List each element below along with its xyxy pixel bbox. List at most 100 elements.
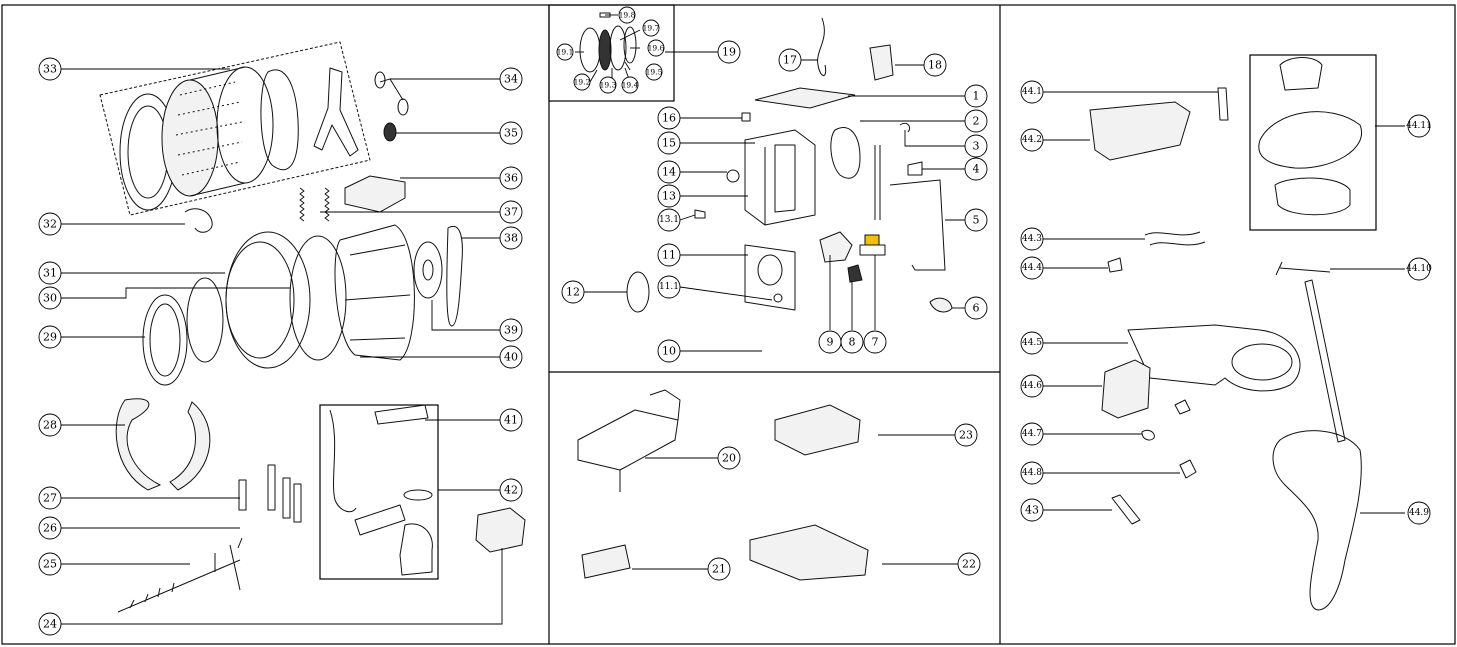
callout-35: 35 <box>499 121 523 145</box>
callout-20: 20 <box>717 446 741 470</box>
callout-11-1: 11.1 <box>657 275 681 299</box>
callout-28: 28 <box>38 413 62 437</box>
small-bar <box>1111 494 1141 525</box>
dryer-duct-cover <box>1089 101 1191 161</box>
callout-35-label: 35 <box>504 127 518 140</box>
left-panel-parts <box>99 41 526 613</box>
callout-44-7-label: 44.7 <box>1022 429 1042 439</box>
clamp <box>929 297 953 313</box>
callout-24-label: 24 <box>43 618 57 631</box>
lint-filter <box>1101 359 1151 419</box>
callout-14: 14 <box>657 160 681 184</box>
callout-12: 12 <box>561 280 585 304</box>
callout-19-2: 19.2 <box>573 73 591 91</box>
callout-37-label: 37 <box>504 206 518 219</box>
callout-4-label: 4 <box>973 163 980 176</box>
callout-34-label: 34 <box>504 73 518 86</box>
callout-19-5-label: 19.5 <box>646 68 663 77</box>
callout-13: 13 <box>657 184 681 208</box>
callout-1: 1 <box>964 84 988 108</box>
callout-44-4-label: 44.4 <box>1022 263 1042 273</box>
callout-26: 26 <box>38 516 62 540</box>
callout-42: 42 <box>499 478 523 502</box>
inset-box-19 <box>548 4 675 102</box>
control-board <box>774 404 861 456</box>
callout-30: 30 <box>38 286 62 310</box>
callout-43: 43 <box>1020 498 1044 522</box>
foot <box>694 209 706 219</box>
callout-1-label: 1 <box>973 90 980 103</box>
door-gasket <box>830 127 861 179</box>
callout-23-label: 23 <box>959 429 973 442</box>
callout-18: 18 <box>923 53 947 77</box>
callout-17-label: 17 <box>783 54 797 67</box>
callout-21: 21 <box>707 557 731 581</box>
callout-19-6-label: 19.6 <box>648 44 665 53</box>
callouts: 33 34 35 36 37 32 38 3 1 30 39 29 40 41 2… <box>38 6 1432 636</box>
drum-assembly <box>99 41 371 216</box>
callout-2: 2 <box>964 109 988 133</box>
callout-11-label: 11 <box>662 249 676 262</box>
callout-33-label: 33 <box>43 63 57 76</box>
callout-44-2: 44.2 <box>1020 128 1044 152</box>
callout-5: 5 <box>964 208 988 232</box>
callout-41: 41 <box>499 408 523 432</box>
callout-10: 10 <box>657 339 681 363</box>
callout-24: 24 <box>38 612 62 636</box>
callout-44-6-label: 44.6 <box>1022 381 1042 391</box>
callout-44-9: 44.9 <box>1407 501 1431 525</box>
cabinet <box>744 129 816 226</box>
callout-40-label: 40 <box>504 351 518 364</box>
front-tub <box>225 231 311 369</box>
callout-44-5-label: 44.5 <box>1022 338 1042 348</box>
callout-44-11: 44.11 <box>1406 114 1432 138</box>
drain-hose-assembly <box>329 409 433 576</box>
callout-13-1: 13.1 <box>657 208 681 232</box>
callout-5-label: 5 <box>973 214 980 227</box>
callout-44-9-label: 44.9 <box>1409 508 1429 518</box>
callout-6: 6 <box>964 296 988 320</box>
callout-16: 16 <box>657 106 681 130</box>
callout-7-label: 7 <box>872 336 879 349</box>
callout-17: 17 <box>778 48 802 72</box>
shock-brackets <box>115 398 211 491</box>
callout-44-8: 44.8 <box>1020 461 1044 485</box>
bellow-hose <box>184 208 213 233</box>
callout-19-4-label: 19.4 <box>622 81 639 90</box>
callout-13-label: 13 <box>662 190 676 203</box>
drive-belt <box>446 226 463 327</box>
callout-25: 25 <box>38 552 62 576</box>
inset-box-42 <box>319 404 439 580</box>
control-panel <box>749 524 869 581</box>
callout-19-8-label: 19.8 <box>619 11 636 20</box>
callout-19-3: 19.3 <box>599 76 617 94</box>
callout-39-label: 39 <box>504 324 518 337</box>
callout-19: 19 <box>717 40 741 64</box>
wire-harness <box>117 537 243 613</box>
top-cover <box>754 87 856 109</box>
pressure-switch <box>859 234 886 256</box>
connector <box>1174 399 1191 415</box>
callout-32-label: 32 <box>43 218 57 231</box>
outer-frame <box>1 4 1456 645</box>
callout-34: 34 <box>499 67 523 91</box>
callout-19-2-label: 19.2 <box>574 78 591 87</box>
callout-36: 36 <box>499 166 523 190</box>
callout-19-5: 19.5 <box>645 63 663 81</box>
callout-42-label: 42 <box>504 484 518 497</box>
callout-29-label: 29 <box>43 331 57 344</box>
callout-44-10-label: 44.10 <box>1406 264 1432 274</box>
callout-40: 40 <box>499 345 523 369</box>
callout-27: 27 <box>38 486 62 510</box>
callout-10-label: 10 <box>662 345 676 358</box>
springs <box>299 187 330 222</box>
clip <box>741 112 751 122</box>
callout-19-3-label: 19.3 <box>600 81 617 90</box>
callout-44-2-label: 44.2 <box>1022 135 1042 145</box>
drain-pump <box>475 507 526 553</box>
callout-3: 3 <box>964 134 988 158</box>
tub-gasket <box>289 235 347 361</box>
callout-38-label: 38 <box>504 232 518 245</box>
callout-44-1-label: 44.1 <box>1022 87 1042 97</box>
